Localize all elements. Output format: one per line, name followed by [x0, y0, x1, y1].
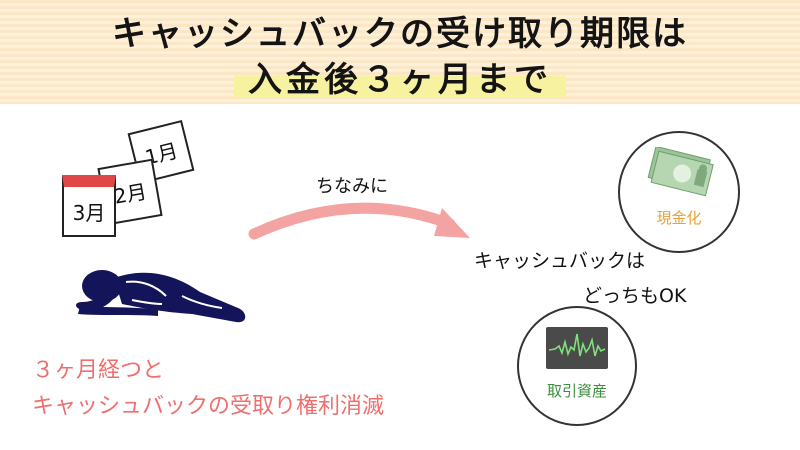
banknote-icon [647, 147, 714, 197]
expiry-note-line2: キャッシュバックの受取り権利消滅 [32, 394, 385, 419]
cash-circle: 現金化 [618, 131, 740, 253]
expiry-note-line1: ３ヶ月経つと [32, 358, 165, 383]
arrow-caption: ちなみに [316, 176, 388, 197]
calendar-month-label: 2月 [112, 178, 149, 209]
header-banner: キャッシュバックの受け取り期限は 入金後３ヶ月まで [0, 0, 800, 104]
calendar-page-3: 3月 [62, 175, 116, 237]
cash-label: 現金化 [656, 209, 702, 227]
sleeping-person-icon [76, 270, 246, 323]
page-title-line2: 入金後３ヶ月まで [234, 52, 566, 101]
page-title-line1: キャッシュバックの受け取り期限は [112, 14, 688, 54]
invest-circle: 取引資産 [517, 306, 637, 426]
cashback-line2: どっちもOK [583, 285, 687, 307]
arrow-icon [248, 202, 470, 240]
calendar-month-label: 3月 [72, 200, 106, 225]
stock-chart-icon [546, 327, 608, 369]
invest-label: 取引資産 [546, 382, 607, 400]
cashback-line1: キャッシュバックは [474, 250, 646, 272]
page-title-line2-wrap: 入金後３ヶ月まで [0, 52, 800, 101]
